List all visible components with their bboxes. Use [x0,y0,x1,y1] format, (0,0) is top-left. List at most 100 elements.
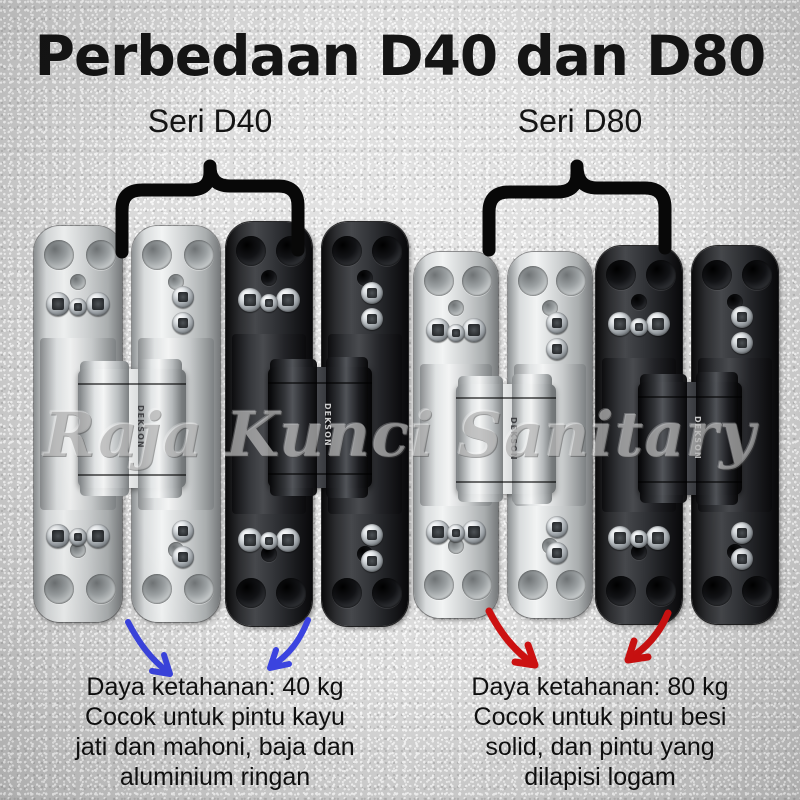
leaf-end-plate [692,520,778,616]
adjustment-screw [86,524,110,548]
leaf-end-plate [34,518,122,614]
adjustment-screw [361,524,383,546]
mounting-hole [142,574,172,604]
mounting-hole-small [631,294,647,310]
adjustment-screw [546,516,568,538]
caption-d40-line-1: Daya ketahanan: 40 kg [86,673,344,701]
brand-logo: DEKSON [693,415,703,460]
mounting-hole [742,260,772,290]
mounting-hole [556,266,586,296]
adjustment-screw-small [260,294,278,312]
mounting-hole [236,578,266,608]
adjustment-screw-small [69,528,87,546]
adjustment-screw [46,524,70,548]
adjustment-screw-small [260,532,278,550]
adjustment-screw [731,522,753,544]
mounting-hole [424,570,454,600]
mounting-hole [606,576,636,606]
adjustment-screw [276,288,300,312]
caption-d40-line-4: aluminium ringan [119,763,311,791]
adjustment-screw [546,338,568,360]
page-title: Perbedaan D40 dan D80 [34,24,767,88]
adjustment-screw-small [447,524,465,542]
adjustment-screw [238,288,262,312]
adjustment-screw [172,546,194,568]
adjustment-screw [426,318,450,342]
adjustment-screw [462,318,486,342]
adjustment-screw [46,292,70,316]
leaf-end-plate [508,514,592,610]
mounting-hole-small [631,544,647,560]
leaf-end-plate [322,522,408,618]
mounting-hole [702,576,732,606]
mounting-hole [462,266,492,296]
mounting-hole [518,570,548,600]
mounting-hole-small [70,274,86,290]
leaf-end-plate [226,522,312,618]
caption-d40-line-2: Cocok untuk pintu kayu [85,703,345,731]
hinge-seam [456,480,556,483]
adjustment-screw [731,332,753,354]
adjustment-screw [172,286,194,308]
mounting-hole [556,570,586,600]
adjustment-screw [86,292,110,316]
adjustment-screw [731,548,753,570]
mounting-hole [44,574,74,604]
adjustment-screw [646,312,670,336]
group-label-d80: Seri D80 [517,103,643,139]
mounting-hole [44,240,74,270]
hinge-seam [456,397,556,400]
hinge-seam [638,395,742,398]
adjustment-screw [731,306,753,328]
adjustment-screw [546,542,568,564]
caption-d80-line-3: solid, dan pintu yang [485,733,715,761]
hinge-seam [268,381,372,384]
leaf-end-plate [692,254,778,354]
hinge-knuckle [696,372,738,505]
mounting-hole [646,260,676,290]
caption-d40: Daya ketahanan: 40 kg Cocok untuk pintu … [30,672,400,792]
adjustment-screw [172,312,194,334]
caption-d80: Daya ketahanan: 80 kg Cocok untuk pintu … [420,672,780,792]
caption-d80-line-1: Daya ketahanan: 80 kg [471,673,729,701]
mounting-hole [742,576,772,606]
adjustment-screw [608,526,632,550]
leaf-end-plate [322,230,408,330]
adjustment-screw-small [630,530,648,548]
leaf-end-plate [508,260,592,360]
caption-d80-line-4: dilapisi logam [524,763,676,791]
adjustment-screw [276,528,300,552]
mounting-hole [86,574,116,604]
adjustment-screw-small [447,324,465,342]
adjustment-screw-small [69,298,87,316]
caption-d80-line-2: Cocok untuk pintu besi [473,703,727,731]
hinge-seam [78,383,186,386]
mounting-hole-small [448,300,464,316]
adjustment-screw [238,528,262,552]
mounting-hole [372,236,402,266]
hinge-knuckle [640,374,687,503]
adjustment-screw [426,520,450,544]
mounting-hole [646,576,676,606]
mounting-hole [86,240,116,270]
mounting-hole [702,260,732,290]
leaf-end-plate [414,514,498,610]
mounting-hole [332,578,362,608]
hinge-body [78,359,186,498]
adjustment-screw [646,526,670,550]
adjustment-screw [608,312,632,336]
adjustment-screw [361,308,383,330]
mounting-hole [462,570,492,600]
leaf-end-plate [34,234,122,330]
mounting-hole-small [448,538,464,554]
mounting-hole [606,260,636,290]
leaf-end-plate [132,518,220,614]
mounting-hole [276,578,306,608]
leaf-end-plate [596,254,682,350]
adjustment-screw-small [630,318,648,336]
